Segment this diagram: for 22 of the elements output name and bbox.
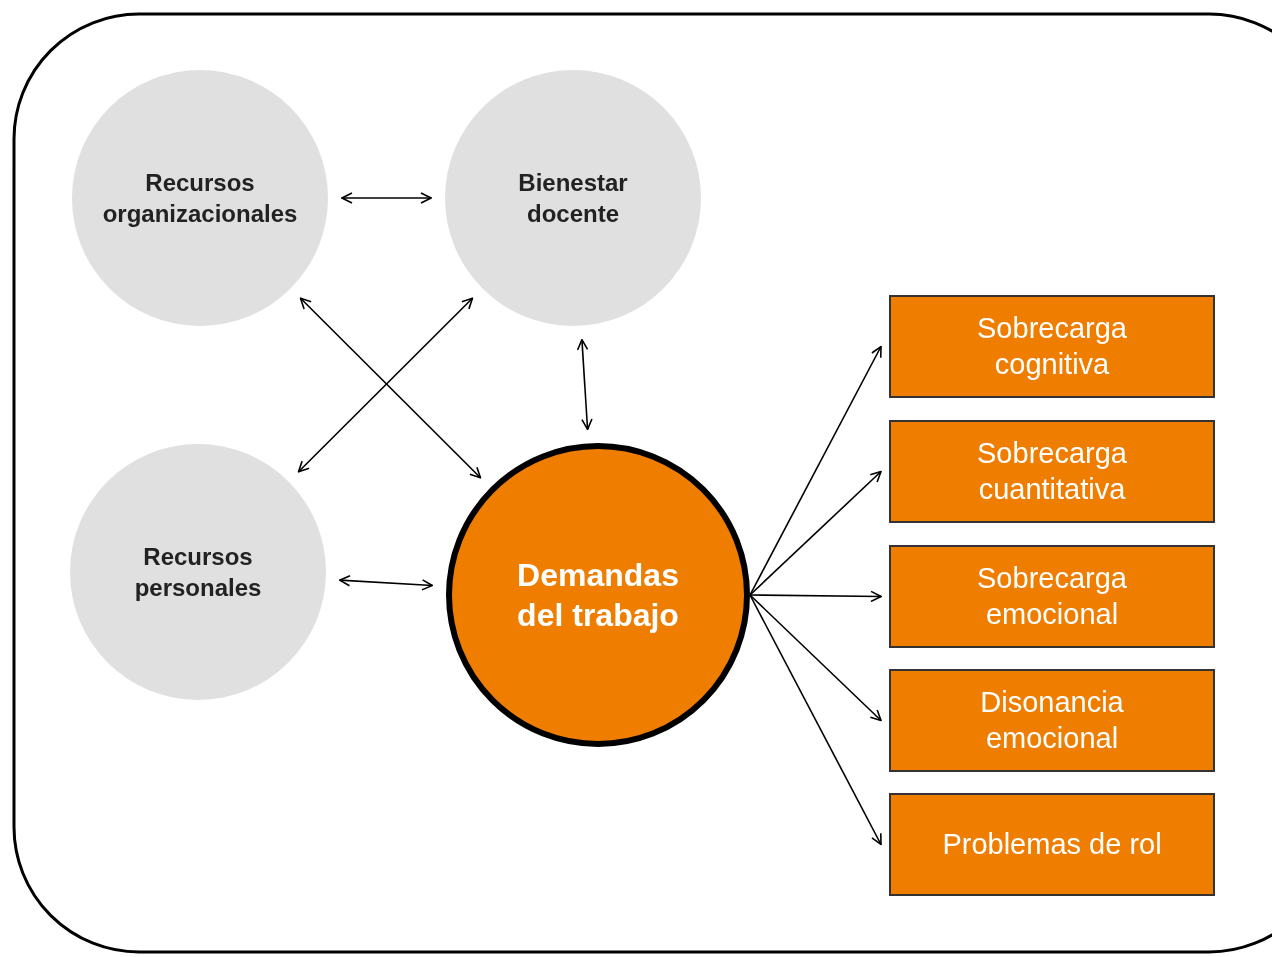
arrow <box>749 345 882 596</box>
arrow <box>749 590 882 603</box>
node-label: Demandas del trabajo <box>516 556 680 635</box>
node-label: Problemas de rol <box>942 826 1162 862</box>
arrow <box>576 338 593 431</box>
demand-box <box>889 420 1215 523</box>
arrow <box>341 192 432 204</box>
arrow <box>338 574 434 591</box>
node-label: Disonancia emocional <box>979 685 1125 756</box>
demand-box <box>889 295 1215 398</box>
node-label: Recursos organizacionales <box>101 167 299 229</box>
demand-box <box>889 545 1215 648</box>
node-label: Sobrecarga cognitiva <box>976 311 1128 382</box>
arrow <box>749 594 882 722</box>
node-label: Sobrecarga emocional <box>976 561 1128 632</box>
node-label: Sobrecarga cuantitativa <box>976 436 1128 507</box>
demand-box <box>889 669 1215 772</box>
arrow <box>749 470 882 596</box>
demand-box <box>889 793 1215 896</box>
arrow <box>749 594 882 846</box>
node-label: Bienestar docente <box>517 167 629 229</box>
node-label: Recursos personales <box>133 541 263 603</box>
